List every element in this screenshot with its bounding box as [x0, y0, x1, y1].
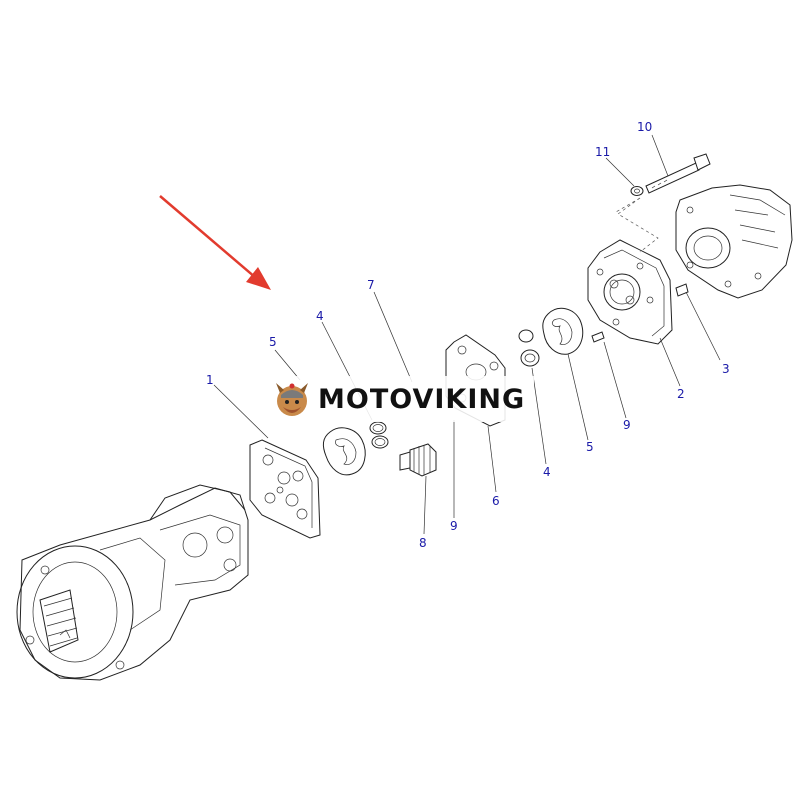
assembly-guide-lines	[615, 197, 659, 253]
watermark-text: MOTOVIKING	[318, 383, 526, 415]
part-label-5-right: 5	[586, 440, 594, 454]
main-pump-body	[16, 484, 249, 681]
part-10-bolt	[645, 153, 711, 194]
part-label-3: 3	[722, 362, 730, 376]
part-4-rings-right	[518, 329, 540, 367]
part-label-2: 2	[677, 387, 685, 401]
part-1-cover-plate	[249, 439, 321, 539]
part-label-8: 8	[419, 536, 427, 550]
part-11-washer	[630, 186, 644, 196]
part-label-9-left: 9	[450, 519, 458, 533]
part-label-5-left: 5	[269, 335, 277, 349]
part-5-seal-left	[322, 427, 366, 476]
part-label-4-right: 4	[543, 465, 551, 479]
part-label-1: 1	[206, 373, 214, 387]
part-labels: 1 2 3 4 4 5 5 6 7 8 9 9 10 11	[206, 120, 730, 550]
watermark-banner: MOTOVIKING	[262, 376, 534, 422]
part-label-11: 11	[595, 145, 610, 159]
part-label-9-right: 9	[623, 418, 631, 432]
part-5-seal-right	[542, 307, 584, 355]
part-label-7: 7	[367, 278, 375, 292]
part-label-4-left: 4	[316, 309, 324, 323]
part-8-gear-shaft	[399, 443, 437, 477]
rear-pump-section	[675, 184, 793, 299]
leader-lines	[213, 134, 721, 535]
part-label-6: 6	[492, 494, 500, 508]
part-9-pin-right	[591, 331, 605, 343]
part-3-pin	[675, 283, 689, 297]
part-2-flange-housing	[587, 239, 673, 345]
part-4-rings-left	[369, 421, 389, 449]
part-label-10: 10	[637, 120, 652, 134]
pointer-arrow-icon	[159, 195, 271, 290]
viking-logo-icon	[276, 383, 308, 416]
